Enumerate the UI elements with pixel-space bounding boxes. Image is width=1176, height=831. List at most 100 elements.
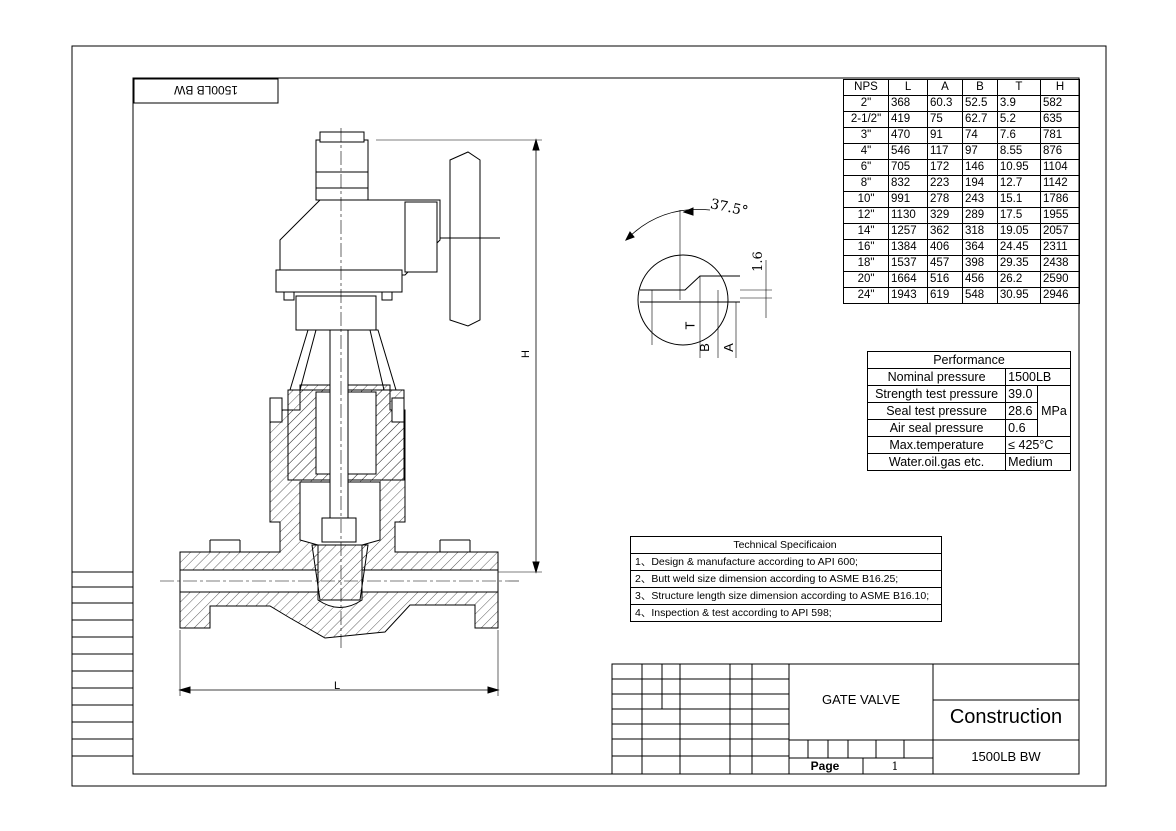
dimension-cell: 8" [842, 175, 890, 192]
dimension-cell: 97 [961, 143, 998, 160]
dimension-cell: 17.5 [996, 207, 1041, 224]
dimension-cell: 781 [1039, 127, 1081, 144]
dimension-cell: 2438 [1039, 255, 1081, 272]
title-block-grid [611, 663, 1080, 775]
dimension-cell: 362 [927, 223, 963, 240]
dimension-header-cell: T [996, 79, 1041, 96]
dimension-cell: 456 [961, 271, 998, 288]
dimension-cell: 406 [927, 239, 963, 256]
dimension-cell: 194 [961, 175, 998, 192]
spec-item: 2、Butt weld size dimension according to … [630, 570, 942, 588]
dimension-cell: 1142 [1039, 175, 1081, 192]
dimension-cell: 14" [842, 223, 890, 240]
dimension-cell: 117 [927, 143, 963, 160]
dimension-cell: 2" [842, 95, 890, 112]
perf-value: Medium [1005, 453, 1071, 471]
performance-title: Performance [867, 351, 1071, 369]
dimension-cell: 15.1 [996, 191, 1041, 208]
dimension-cell: 398 [961, 255, 998, 272]
perf-label: Nominal pressure [866, 368, 1007, 386]
perf-value: 28.6 [1005, 402, 1038, 420]
dimension-cell: 91 [927, 127, 963, 144]
dimension-cell: 5.2 [996, 111, 1041, 128]
dimension-cell: 419 [888, 111, 929, 128]
dimension-cell: 3.9 [996, 95, 1041, 112]
dimension-cell: 635 [1039, 111, 1081, 128]
perf-label: Water.oil.gas etc. [866, 453, 1007, 471]
dimension-cell: 2-1/2" [842, 111, 890, 128]
page-label: Page [810, 759, 840, 773]
dimension-cell: 30.95 [996, 287, 1041, 304]
dimension-cell: 329 [927, 207, 963, 224]
dimension-cell: 12.7 [996, 175, 1041, 192]
dimension-cell: 582 [1039, 95, 1081, 112]
detail-b-label: B [696, 343, 712, 352]
perf-label: Max.temperature [866, 436, 1007, 454]
dimension-cell: 876 [1039, 143, 1081, 160]
dimension-cell: 546 [888, 143, 929, 160]
perf-label: Strength test pressure [866, 385, 1007, 403]
dimension-cell: 278 [927, 191, 963, 208]
dimension-cell: 6" [842, 159, 890, 176]
dimension-cell: 223 [927, 175, 963, 192]
dimension-cell: 1537 [888, 255, 929, 272]
dimension-cell: 1786 [1039, 191, 1081, 208]
perf-value: 39.0 [1005, 385, 1038, 403]
dimension-cell: 2057 [1039, 223, 1081, 240]
dimension-cell: 516 [927, 271, 963, 288]
perf-unit: MPa [1036, 385, 1072, 437]
technical-spec-table: Technical Specificaion 1、Design & manufa… [630, 536, 942, 622]
product-name: GATE VALVE [821, 692, 901, 707]
dimension-cell: 1943 [888, 287, 929, 304]
spec-item: 1、Design & manufacture according to API … [630, 553, 942, 571]
perf-value: 1500LB [1005, 368, 1071, 386]
dimension-cell: 470 [888, 127, 929, 144]
detail-a-label: A [720, 343, 736, 352]
dimension-cell: 368 [888, 95, 929, 112]
spec-item: 4、Inspection & test according to API 598… [630, 604, 942, 622]
dimension-header-cell: B [961, 79, 998, 96]
dimension-header-cell: H [1039, 79, 1081, 96]
dimension-cell: 74 [961, 127, 998, 144]
dimension-cell: 2311 [1039, 239, 1081, 256]
perf-value: ≤ 425°C [1005, 436, 1071, 454]
dimension-cell: 60.3 [927, 95, 963, 112]
dimension-cell: 10" [842, 191, 890, 208]
dimension-cell: 243 [961, 191, 998, 208]
dimension-header-cell: NPS [842, 79, 890, 96]
dimension-header-cell: A [927, 79, 963, 96]
dimension-cell: 705 [888, 159, 929, 176]
spec-title: Technical Specificaion [630, 536, 942, 554]
gate-valve-drawing [160, 128, 542, 696]
dimension-cell: 548 [961, 287, 998, 304]
perf-label: Seal test pressure [866, 402, 1007, 420]
dimension-cell: 29.35 [996, 255, 1041, 272]
left-revision-grid [72, 571, 133, 757]
performance-table: Performance Nominal pressure 1500LB Stre… [866, 351, 1072, 471]
dimension-cell: 619 [927, 287, 963, 304]
perf-label: Air seal pressure [866, 419, 1007, 437]
weld-end-detail [624, 207, 772, 358]
construction-title: Construction [949, 706, 1063, 728]
dimension-cell: 12" [842, 207, 890, 224]
spec-item: 3、Structure length size dimension accord… [630, 587, 942, 605]
dimension-cell: 1384 [888, 239, 929, 256]
dimension-cell: 1955 [1039, 207, 1081, 224]
dimension-cell: 52.5 [961, 95, 998, 112]
dimension-header-cell: L [888, 79, 929, 96]
dimension-cell: 1104 [1039, 159, 1081, 176]
dimension-cell: 2946 [1039, 287, 1081, 304]
model-name: 1500LB BW [971, 749, 1041, 764]
dimension-cell: 20" [842, 271, 890, 288]
